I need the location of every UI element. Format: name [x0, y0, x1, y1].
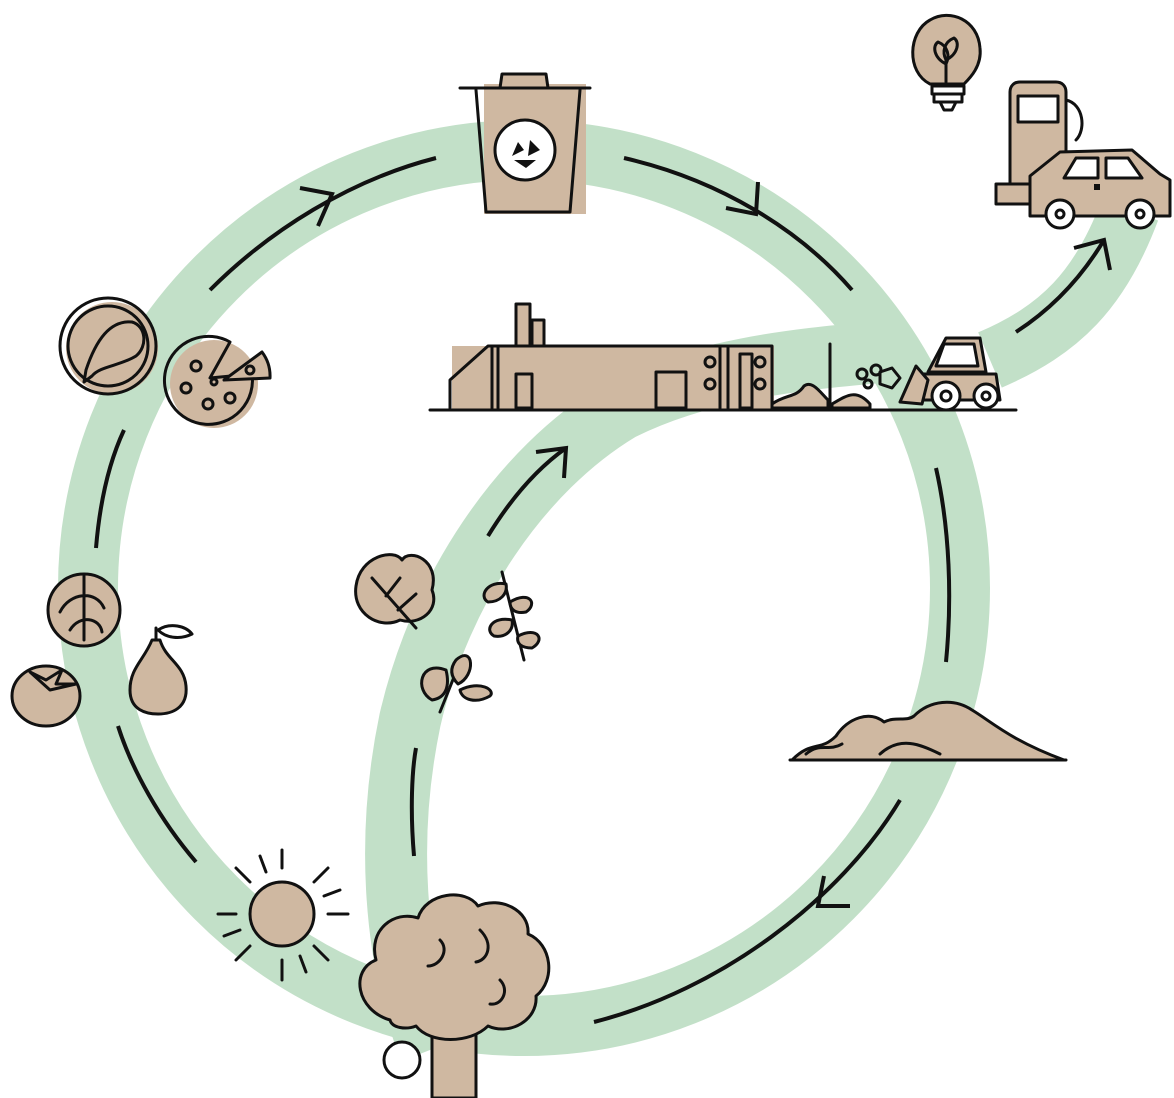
- arrow-head: [1073, 237, 1112, 271]
- flow-arrows: [94, 156, 1112, 1024]
- tree-icon: [358, 893, 551, 1098]
- cycle-bands: [58, 120, 1159, 1062]
- arrow-segment: [1014, 238, 1106, 334]
- arrow-segment: [208, 156, 437, 292]
- fuel-pump-car-icon: [994, 80, 1172, 230]
- arrow-segment: [486, 446, 568, 538]
- arrow-head: [535, 445, 569, 479]
- arrow-segment: [934, 467, 952, 663]
- lettuce-icon: [46, 572, 122, 648]
- pear-icon: [128, 624, 194, 716]
- arrow-head: [725, 181, 760, 217]
- recycle-symbol-icon: [512, 140, 540, 168]
- pizza-icon: [162, 334, 272, 428]
- plant-light-bulb-icon: [911, 13, 982, 112]
- factory-icon: [428, 302, 1018, 412]
- food-plate-icon: [58, 296, 158, 396]
- arrow-head: [299, 186, 335, 227]
- fuel-branch-band: [977, 199, 1159, 388]
- sun-icon: [216, 848, 350, 982]
- tomato-icon: [10, 664, 82, 728]
- leaves-icon: [354, 553, 541, 714]
- bulldozer-icon: [898, 336, 1002, 412]
- soil-pile-icon: [788, 700, 1068, 762]
- recycling-bin-icon: [458, 72, 592, 214]
- arrow-segment: [409, 747, 418, 857]
- arrow-segment: [593, 798, 902, 1024]
- arrow-segment: [116, 725, 198, 864]
- arrow-segment: [94, 429, 126, 549]
- arrow-head: [815, 875, 850, 908]
